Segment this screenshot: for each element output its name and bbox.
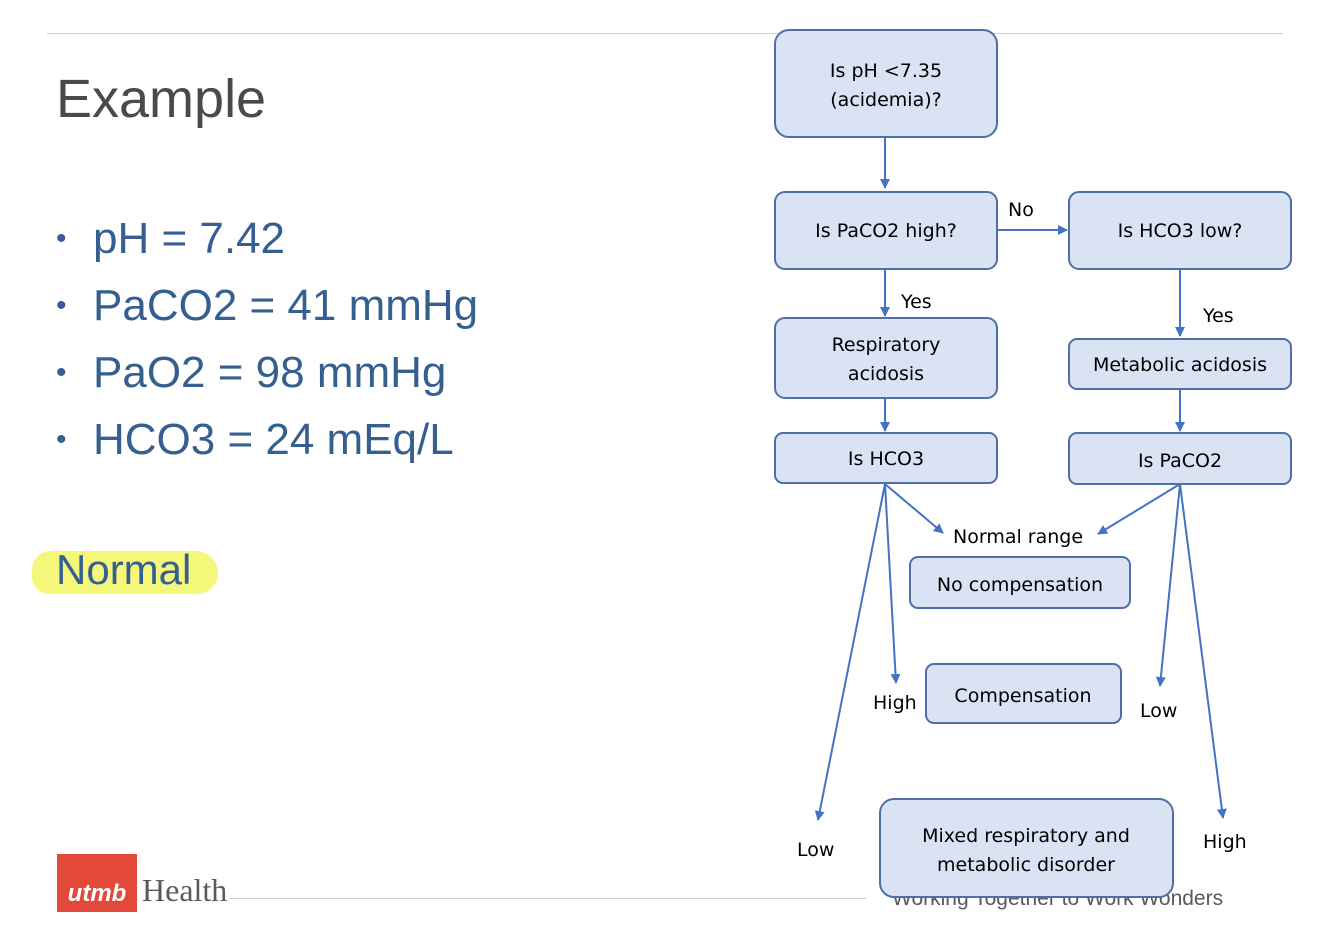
node-hco3-low-text: Is HCO3 low?	[1118, 220, 1243, 242]
bullet-text: PaCO2 = 41 mmHg	[93, 281, 479, 330]
node-is-hco3-text: Is HCO3	[848, 448, 924, 470]
bullet-list: • pH = 7.42 • PaCO2 = 41 mmHg • PaO2 = 98 m…	[56, 210, 478, 478]
label-normal-range: Normal range	[953, 526, 1083, 548]
node-resp-line2: acidosis	[848, 363, 924, 385]
node-ph-line1: Is pH <7.35	[830, 60, 942, 82]
logo-health-text: Health	[142, 872, 228, 908]
node-met-text: Metabolic acidosis	[1093, 354, 1267, 376]
utmb-logo-mark: utmb	[57, 854, 137, 912]
node-no-compensation: No compensation	[909, 556, 1131, 609]
label-high-right: High	[1203, 831, 1247, 853]
arrow-hco3-high	[884, 483, 901, 684]
bullet-item: • PaO2 = 98 mmHg	[56, 344, 478, 411]
answer-highlight	[32, 551, 218, 594]
node-metabolic-acidosis: Metabolic acidosis	[1068, 338, 1292, 390]
bullet-icon: •	[56, 356, 67, 389]
bullet-item: • pH = 7.42	[56, 210, 478, 277]
node-hco3-low: Is HCO3 low?	[1068, 191, 1292, 270]
footer-divider	[230, 898, 866, 899]
bullet-icon: •	[56, 423, 67, 456]
node-ph-line2: (acidemia)?	[830, 89, 941, 111]
node-no-comp-text: No compensation	[937, 574, 1103, 596]
node-paco2-high-text: Is PaCO2 high?	[815, 220, 957, 242]
label-no: No	[1008, 199, 1034, 221]
bullet-text: pH = 7.42	[93, 214, 286, 263]
label-low-left: Low	[797, 839, 834, 861]
bullet-icon: •	[56, 289, 67, 322]
node-mixed-disorder: Mixed respiratory and metabolic disorder	[879, 798, 1174, 898]
node-resp-line1: Respiratory	[832, 334, 941, 356]
node-respiratory-acidosis: Respiratory acidosis	[774, 317, 998, 399]
label-low-right: Low	[1140, 700, 1177, 722]
node-is-paco2: Is PaCO2	[1068, 432, 1292, 485]
bullet-icon: •	[56, 222, 67, 255]
node-ph-acidemia: Is pH <7.35 (acidemia)?	[774, 29, 998, 138]
node-mixed-line1: Mixed respiratory and	[922, 825, 1130, 847]
bullet-text: PaO2 = 98 mmHg	[93, 348, 447, 397]
node-paco2-high: Is PaCO2 high?	[774, 191, 998, 270]
arrow-paco2-low	[1155, 483, 1181, 687]
slide-title: Example	[56, 69, 267, 129]
bullet-item: • HCO3 = 24 mEq/L	[56, 411, 478, 478]
arrow-paco2-high	[1179, 483, 1227, 819]
node-is-paco2-text: Is PaCO2	[1138, 450, 1222, 472]
node-mixed-line2: metabolic disorder	[937, 854, 1115, 876]
node-comp-text: Compensation	[954, 685, 1091, 707]
node-compensation: Compensation	[925, 663, 1122, 724]
bullet-text: HCO3 = 24 mEq/L	[93, 415, 454, 464]
node-is-hco3: Is HCO3	[774, 432, 998, 484]
arrow-paco2-normal	[1097, 483, 1181, 535]
label-high-left: High	[873, 692, 917, 714]
label-yes-right: Yes	[1202, 305, 1234, 327]
arrow-hco3-low	[814, 483, 886, 821]
label-yes-left: Yes	[900, 291, 932, 313]
answer-text: Normal	[56, 546, 192, 593]
bullet-item: • PaCO2 = 41 mmHg	[56, 277, 478, 344]
top-divider	[47, 33, 1283, 34]
arrow-hco3-normal	[884, 483, 944, 534]
